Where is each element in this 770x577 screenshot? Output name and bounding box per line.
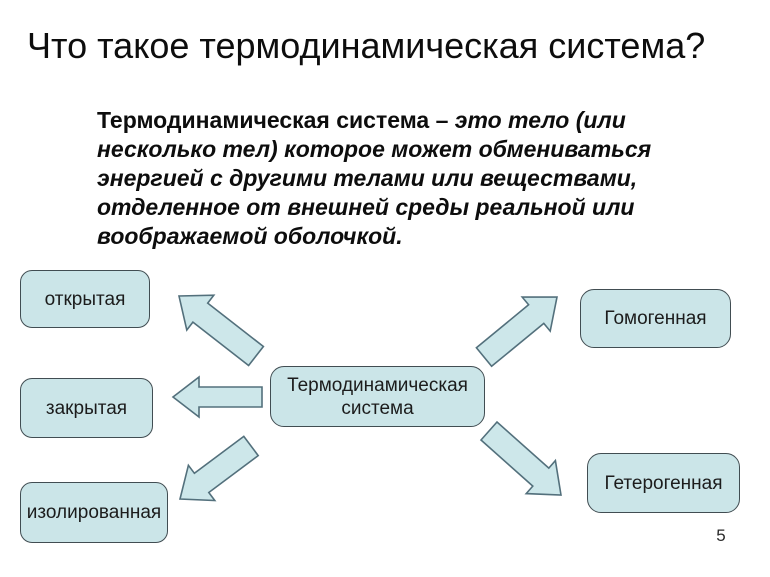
node-homogeneous-label: Гомогенная bbox=[604, 308, 707, 329]
arrow-to-heterogeneous bbox=[479, 420, 562, 496]
arrow-to-closed bbox=[171, 375, 263, 419]
slide-title: Что такое термодинамическая система? bbox=[27, 25, 706, 66]
arrow-to-open bbox=[178, 294, 265, 367]
node-central-label: Термодинамическая система bbox=[287, 374, 468, 419]
arrow-to-homogeneous bbox=[475, 296, 558, 368]
definition-term: Термодинамическая система – bbox=[97, 107, 455, 133]
arrow-to-isolated bbox=[178, 435, 260, 502]
definition-paragraph: Термодинамическая система – это тело (ил… bbox=[97, 106, 717, 251]
definition-line-1-rest: это тело (или bbox=[454, 107, 626, 133]
node-isolated-label: изолированная bbox=[26, 502, 162, 523]
page-number: 5 bbox=[716, 526, 726, 545]
node-closed-system: закрытая bbox=[20, 378, 153, 438]
definition-line-3: энергией с другими телами или веществами… bbox=[97, 165, 638, 191]
definition-line-5: воображаемой оболочкой. bbox=[97, 223, 403, 249]
node-heterogeneous-label: Гетерогенная bbox=[604, 472, 723, 494]
definition-line-2: несколько тел) которое может обмениватьс… bbox=[97, 136, 652, 162]
definition-line-4: отделенное от внешней среды реальной или bbox=[97, 194, 635, 220]
node-isolated-system: изолированная bbox=[20, 482, 168, 543]
node-heterogeneous: Гетерогенная bbox=[587, 453, 740, 513]
node-open-label: открытая bbox=[44, 288, 126, 310]
node-open-system: открытая bbox=[20, 270, 150, 328]
node-homogeneous: Гомогенная bbox=[580, 289, 731, 348]
definition-line-1: Термодинамическая система – это тело (ил… bbox=[97, 106, 717, 135]
node-central-system: Термодинамическая система bbox=[270, 366, 485, 427]
node-closed-label: закрытая bbox=[45, 397, 128, 419]
